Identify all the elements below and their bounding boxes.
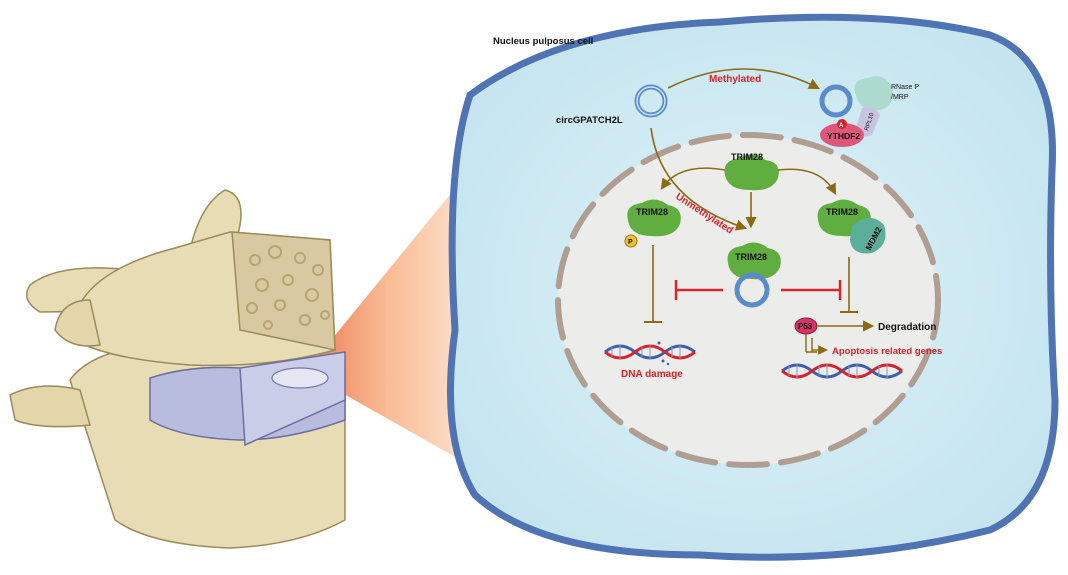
mdm2-shape [850,217,886,254]
degradation-complex: A YTHDF2 RPL10 RNase P /MRP [819,76,919,147]
zoom-cone [305,170,488,470]
trim28-mdm2-complex: TRIM28 MDM2 [817,199,886,254]
m6a-mark [837,119,847,129]
inhibition-right [781,280,842,300]
apoptosis-genes-label: Apoptosis related genes [832,346,942,357]
cancellous-bone-cut [231,231,336,351]
rnase-p-mrp-shape [854,76,893,111]
inhibition-left [674,280,723,300]
ythdf2-label: YTHDF2 [827,131,860,141]
rnase-p-label: RNase P [891,84,919,91]
methylated-label: Methylated [709,74,761,85]
mrp-label: /MRP [891,94,909,101]
inhibit-dna-protection [644,245,662,323]
circrna-right-ring [819,84,853,118]
nucleus-pulposus [271,367,329,389]
trim28-right-label: TRIM28 [826,207,858,217]
trim28-left-label: TRIM28 [636,207,668,217]
nucleus-pulposus-cell [447,13,1059,561]
trim28-circ-complex: TRIM28 [727,242,781,308]
p53-protein: P53 [794,317,818,335]
phospho-icon [624,234,638,248]
protein-blob-icon [727,242,781,280]
cell-title: Nucleus pulposus cell [493,36,593,47]
circgpatch2l-bound-ring [734,272,770,308]
protein-blob-icon [627,199,681,237]
protein-blob-icon [724,154,779,191]
trim28-top: TRIM28 [724,152,779,191]
rpl10-shape [856,107,880,137]
phospho-label: P [628,239,633,246]
spine-illustration [9,170,488,549]
m6a-label: A [839,123,844,129]
nuclear-envelope [555,132,941,468]
trim28-center-label: TRIM28 [735,252,767,262]
p53-label: P53 [798,322,813,331]
methylated-arrow [667,68,820,90]
arrow-trim28-right [777,168,837,195]
trim28-left: TRIM28 P [624,199,681,248]
unmethylated-arrow [650,127,748,231]
rpl10-label: RPL10 [864,112,876,132]
ythdf2-shape [820,123,864,147]
circgpatch2l-label: circGPATCH2L [556,115,623,126]
dna-helix-icon [781,363,903,379]
dna-helix-icon [604,341,696,366]
degradation-label: Degradation [878,322,936,333]
trim28-top-label: TRIM28 [731,152,763,162]
dna-damage-label: DNA damage [621,369,683,380]
arrow-trim28-left [660,167,726,190]
